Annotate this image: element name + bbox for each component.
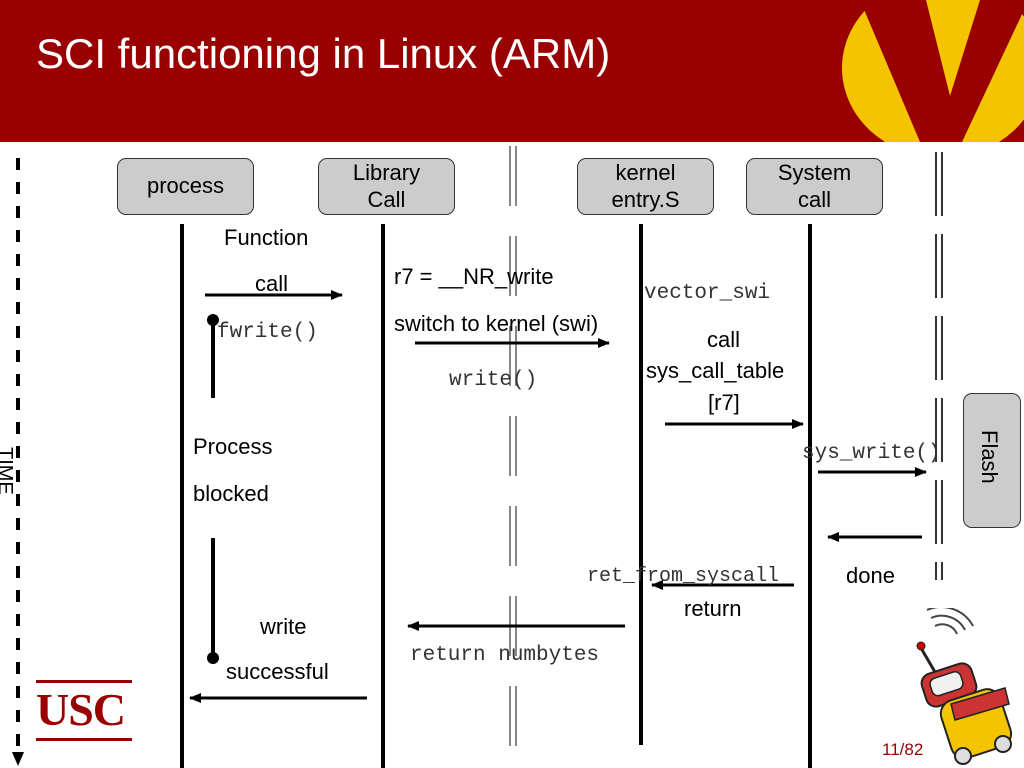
label-write: write bbox=[260, 614, 307, 639]
label-r7-assign: r7 = __NR_write bbox=[394, 264, 554, 289]
participant-kernel-entry: kernel entry.S bbox=[577, 158, 714, 215]
participant-flash bbox=[963, 393, 1021, 528]
label-switch-kernel: switch to kernel (swi) bbox=[394, 311, 599, 336]
usc-logo: USC bbox=[36, 684, 126, 735]
label-call-table-3: [r7] bbox=[708, 390, 740, 415]
label-vector-swi: vector_swi bbox=[644, 282, 771, 305]
v-logo-icon bbox=[842, 0, 1024, 142]
participant-library-call: Library Call bbox=[318, 158, 455, 215]
page-number: 11/82 bbox=[882, 740, 924, 759]
usc-logo-bar-bottom bbox=[36, 738, 132, 741]
label-write-fn: write() bbox=[449, 369, 538, 392]
participant-system-call: System call bbox=[746, 158, 883, 215]
label-call-table-1: call bbox=[707, 327, 741, 352]
label-successful: successful bbox=[226, 659, 329, 684]
label-blocked: blocked bbox=[193, 481, 269, 506]
label-return: return bbox=[684, 596, 742, 621]
time-axis-label: TIME bbox=[0, 447, 16, 495]
label-done: done bbox=[846, 563, 895, 588]
label-call: call bbox=[255, 271, 289, 296]
label-call-table-2: sys_call_table bbox=[646, 358, 785, 383]
label-return-numbytes: return numbytes bbox=[410, 644, 600, 667]
label-ret-from-syscall: ret_from_syscall bbox=[587, 565, 780, 588]
usc-logo-bar-top bbox=[36, 680, 132, 683]
label-fwrite: fwrite() bbox=[217, 321, 318, 344]
label-process: Process bbox=[193, 434, 273, 459]
label-sys-write: sys_write() bbox=[802, 442, 941, 465]
slide-title: SCI functioning in Linux (ARM) bbox=[36, 30, 611, 77]
robot-icon bbox=[916, 608, 1013, 765]
participant-process: process bbox=[117, 158, 254, 215]
label-function: Function bbox=[224, 225, 309, 250]
